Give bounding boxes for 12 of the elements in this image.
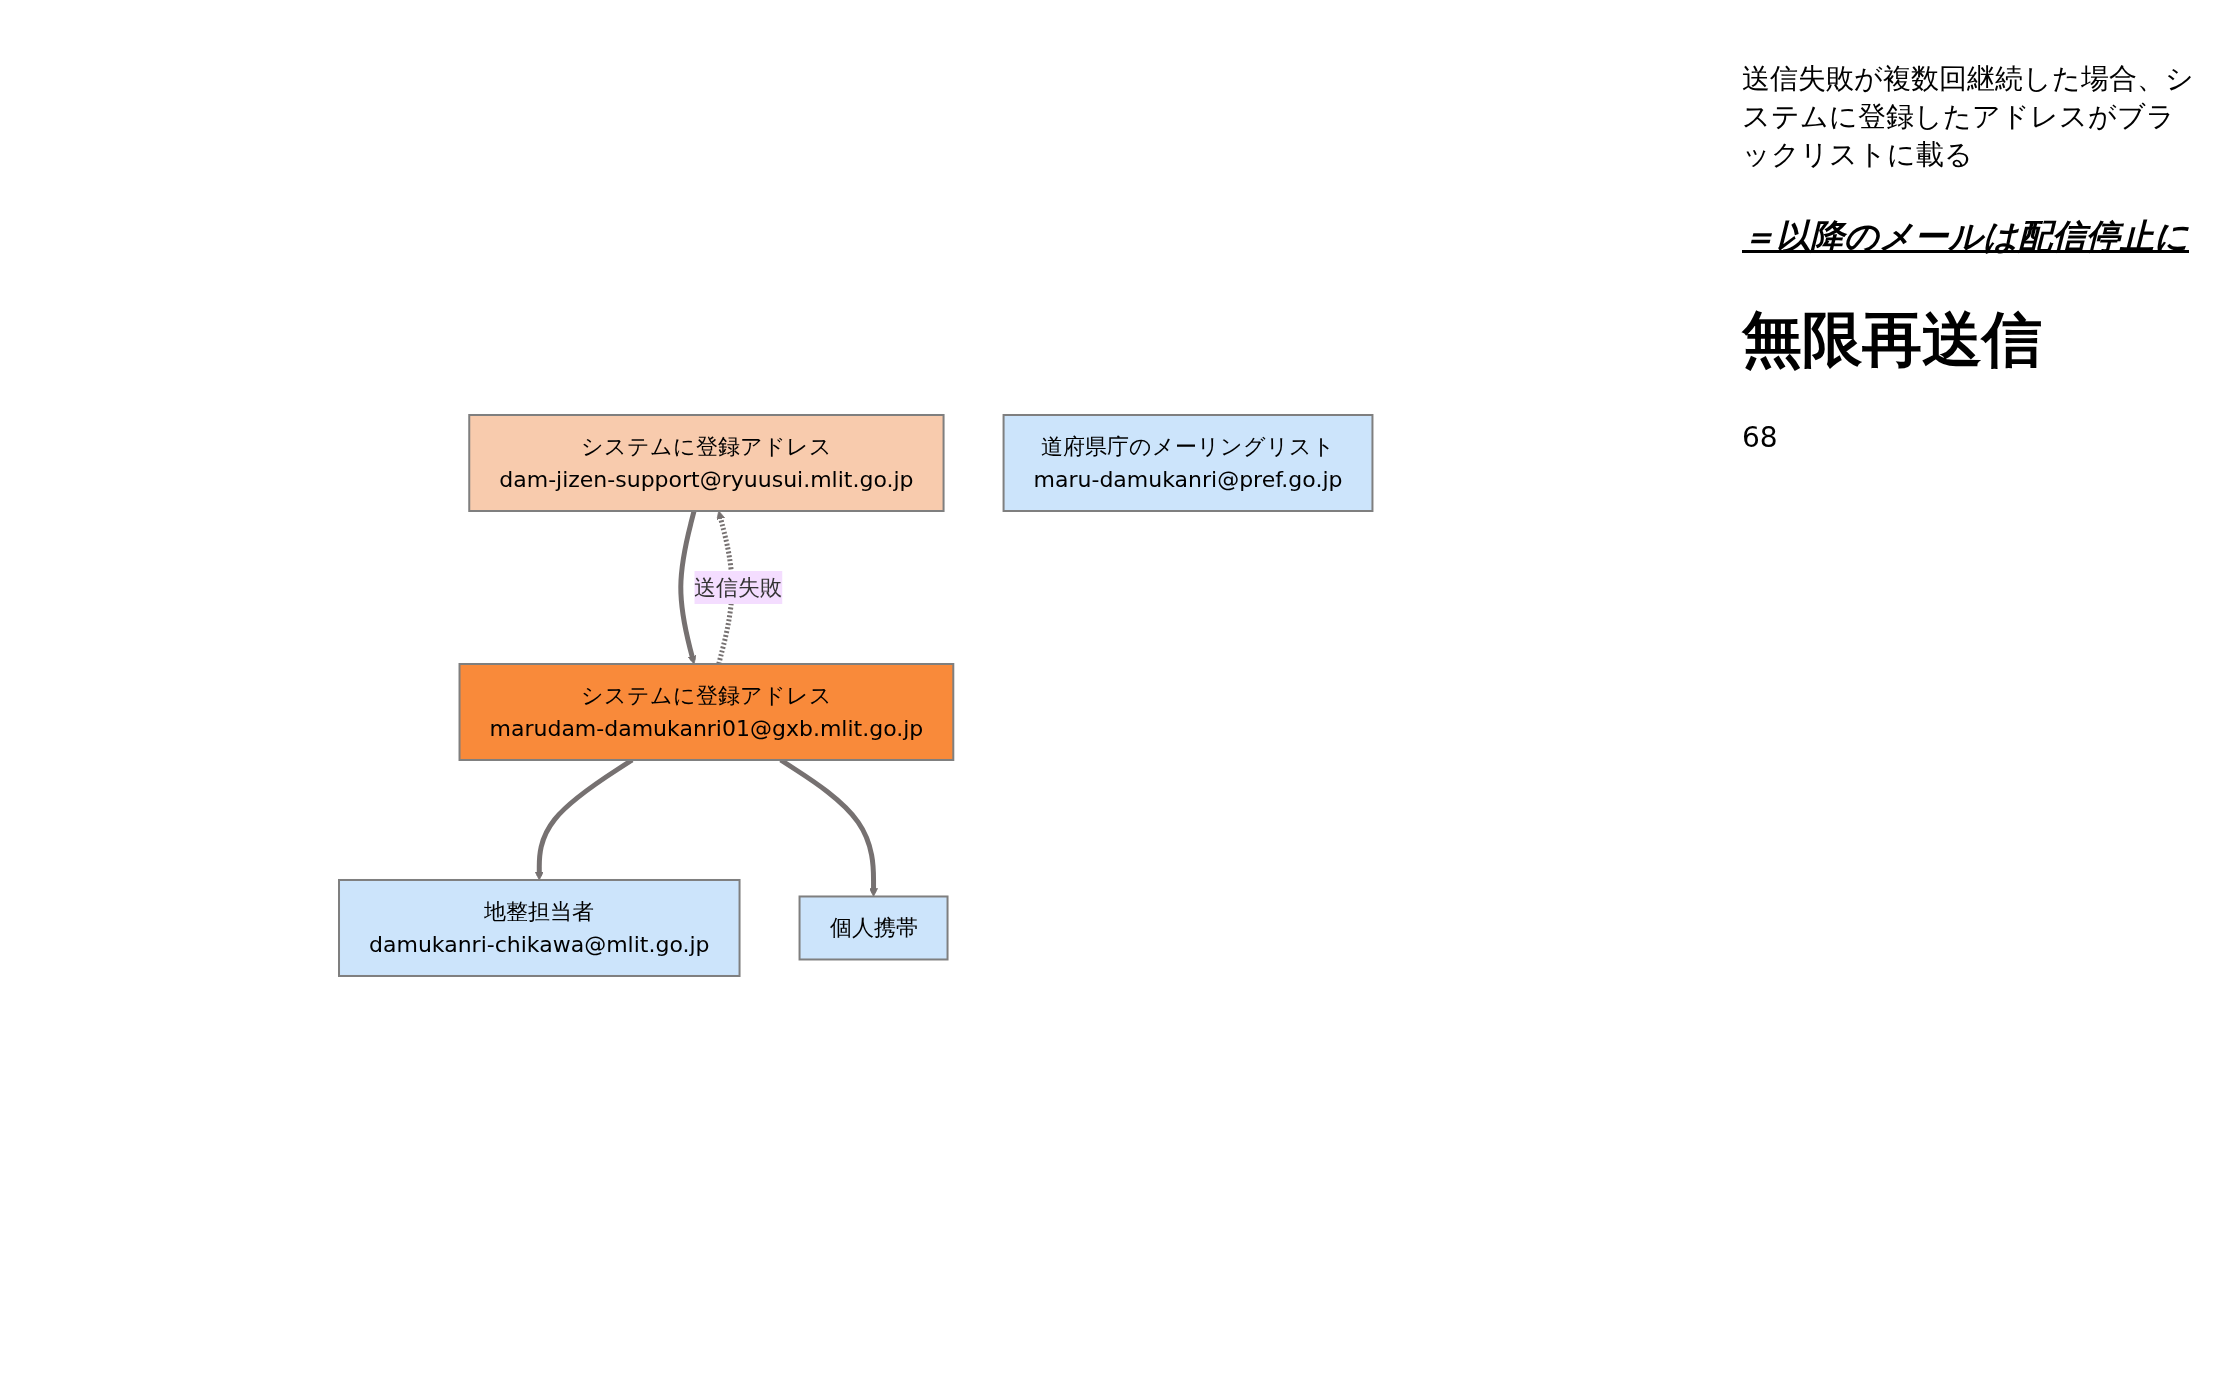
node-box: システムに登録アドレス dam-jizen-support@ryuusui.mlit.go.jp — [468, 414, 945, 512]
note-text: 無限再送信 — [1742, 303, 2043, 376]
node-box: 地整担当者 damukanri-chikawa@mlit.go.jp — [338, 879, 741, 977]
arrow — [678, 510, 697, 665]
arrow — [716, 510, 735, 665]
edge-label: 送信失敗 — [694, 575, 783, 600]
node-box: 道府県庁のメーリングリスト maru-damukanri@pref.go.jp — [1002, 414, 1374, 512]
node-box: システムに登録アドレス marudam-damukanri01@gxb.mlit.go.jp — [458, 663, 955, 761]
note-text: ＝以降のメールは配信停止に — [1742, 215, 2190, 258]
node-box: 個人携帯 — [798, 895, 949, 961]
page-number: 68 — [1742, 421, 1779, 454]
note-text: 送信失敗が複数回継続した場合、システムに登録したアドレスがブラックリストに載る — [1742, 61, 2195, 173]
